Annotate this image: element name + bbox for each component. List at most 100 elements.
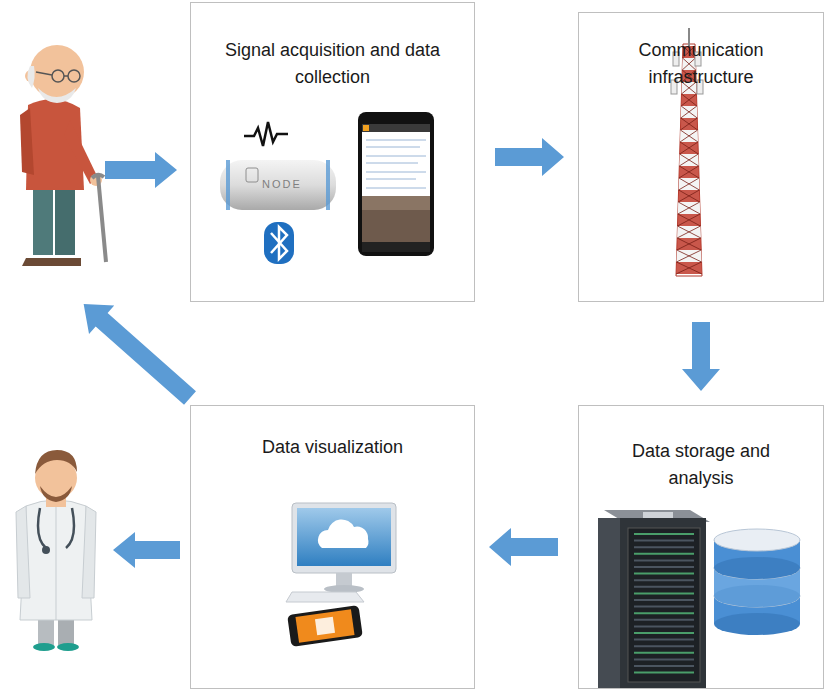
communication-tower <box>681 106 697 118</box>
flow-arrow <box>489 528 558 566</box>
elderly-person <box>36 72 52 75</box>
smartphone <box>362 196 430 242</box>
communication-tower <box>680 130 698 142</box>
communication-tower <box>679 178 700 190</box>
doctor <box>38 508 74 548</box>
smartphone <box>366 140 426 141</box>
communication-tower <box>678 226 701 238</box>
sensor-device <box>246 168 258 182</box>
communication-tower <box>681 118 698 130</box>
box-title: Communication infrastructure <box>579 37 823 91</box>
smartphone <box>366 163 418 164</box>
smartphone <box>295 609 354 643</box>
smartphone <box>358 112 434 256</box>
communication-tower <box>678 202 700 214</box>
database-icon <box>714 613 800 635</box>
communication-tower <box>679 178 699 190</box>
server-rack <box>634 546 694 548</box>
waveform-icon <box>244 122 288 146</box>
box-title: Data storage and analysis <box>579 438 823 492</box>
flow-arrow <box>113 532 180 568</box>
box-title: Data visualization <box>191 434 474 461</box>
communication-tower <box>677 226 700 238</box>
monitor <box>286 592 364 602</box>
communication-tower <box>679 166 699 178</box>
communication-tower <box>679 154 698 166</box>
communication-tower <box>681 94 697 106</box>
communication-tower <box>677 238 701 250</box>
sensor-device <box>326 160 330 210</box>
server-rack <box>634 619 694 621</box>
server-rack <box>598 518 620 688</box>
flow-arrow <box>71 290 203 413</box>
smartphone <box>366 172 426 173</box>
elderly-person <box>27 66 34 88</box>
doctor <box>33 643 55 651</box>
doctor <box>56 506 57 620</box>
elderly-person <box>20 45 106 266</box>
communication-tower <box>679 166 699 178</box>
server-rack <box>634 553 694 555</box>
communication-tower <box>676 250 701 262</box>
flow-arrow <box>71 290 203 413</box>
smartphone <box>366 140 426 188</box>
database-icon <box>714 557 800 579</box>
bluetooth-icon <box>264 222 294 264</box>
communication-tower <box>678 202 700 214</box>
doctor <box>40 486 72 502</box>
communication-tower <box>678 190 699 202</box>
doctor <box>35 450 77 474</box>
flow-arrow <box>682 322 720 391</box>
smartphone <box>287 605 363 647</box>
communication-tower <box>678 214 701 226</box>
server-rack <box>634 612 694 614</box>
communication-tower <box>679 166 699 178</box>
process-box: Data storage and analysis <box>578 405 824 689</box>
communication-tower <box>676 262 702 274</box>
elderly-person <box>98 176 106 262</box>
monitor <box>318 519 368 548</box>
elderly-person <box>55 185 75 255</box>
server-rack <box>634 540 694 542</box>
server-rack <box>634 592 694 594</box>
communication-tower <box>680 142 698 154</box>
process-box: Data visualization <box>190 405 475 689</box>
communication-tower <box>680 142 698 154</box>
flow-arrow <box>71 152 203 568</box>
monitor <box>297 508 391 566</box>
communication-tower <box>679 190 700 202</box>
communication-tower <box>677 226 701 238</box>
communication-tower <box>680 142 699 154</box>
communication-tower <box>676 262 702 274</box>
elderly-person <box>64 120 98 184</box>
communication-tower <box>678 214 701 226</box>
communication-tower <box>680 118 697 130</box>
elderly-person <box>92 175 104 178</box>
elderly-person <box>51 258 81 266</box>
smartphone <box>366 188 426 189</box>
server-rack <box>634 665 694 667</box>
smartphone <box>362 124 430 242</box>
server-rack <box>634 599 694 601</box>
communication-tower <box>681 94 696 106</box>
communication-tower <box>678 214 701 226</box>
communication-tower <box>681 94 696 106</box>
server-rack <box>598 510 710 688</box>
server-rack <box>634 579 694 581</box>
sensor-device <box>220 160 336 210</box>
server-rack <box>634 639 694 641</box>
sensor-device <box>220 160 336 210</box>
server-rack <box>634 566 694 568</box>
elderly-person <box>52 70 64 82</box>
server-rack <box>634 672 694 674</box>
communication-tower <box>680 118 697 130</box>
server-rack <box>643 512 673 518</box>
waveform-icon <box>244 122 288 146</box>
server-rack <box>628 528 700 682</box>
monitor <box>336 573 352 587</box>
monitor <box>292 503 396 573</box>
server-rack <box>634 652 694 654</box>
server-rack <box>634 606 694 608</box>
sensor-device <box>226 160 230 210</box>
communication-tower <box>680 130 698 142</box>
